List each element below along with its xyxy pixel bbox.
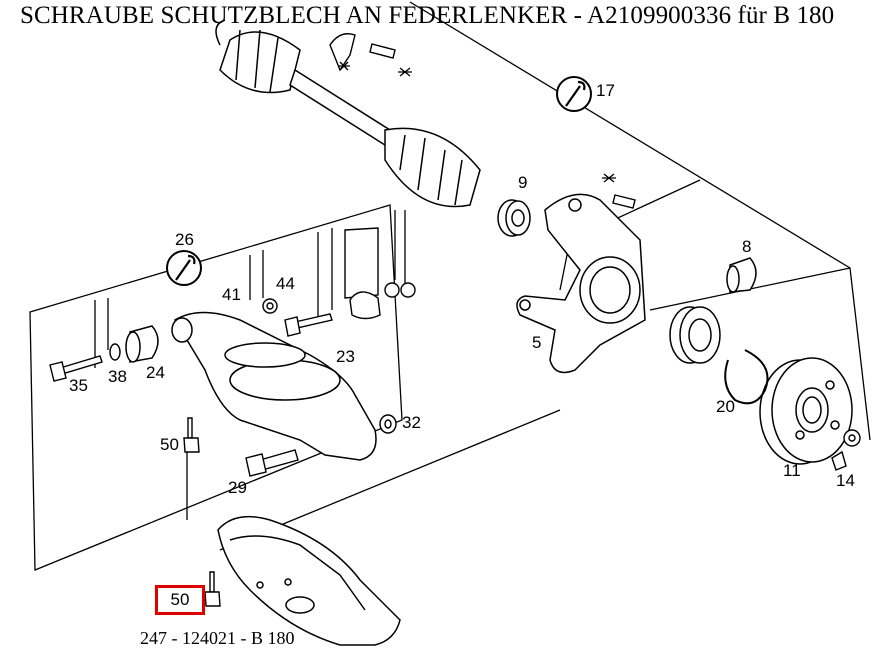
diagram-reference: 247 - 124021 - B 180: [140, 628, 295, 648]
label-44: 44: [276, 274, 295, 293]
highlight-box: 50: [155, 585, 205, 615]
wrench-icon: [166, 250, 202, 286]
label-20: 20: [716, 397, 735, 416]
circlip: [724, 349, 769, 405]
label-14: 14: [836, 471, 855, 490]
rubber-mount-9: [497, 199, 531, 237]
label-11: 11: [783, 461, 801, 480]
highlighted-part-label: 50: [170, 590, 190, 609]
drive-shaft: [215, 19, 481, 208]
bolt-29: [245, 449, 299, 477]
control-arm: [171, 311, 377, 461]
bolt-41: [284, 313, 333, 337]
steering-knuckle: [516, 193, 646, 374]
label-29: 29: [228, 478, 247, 497]
stud-50: [183, 417, 200, 453]
label-35: 35: [69, 376, 88, 395]
label-26: 26: [175, 230, 194, 249]
locking-symbol-icon: [338, 61, 616, 183]
bracket-top: [329, 33, 636, 209]
wrench-icon: [556, 76, 592, 112]
label-41: 41: [222, 285, 241, 304]
wheel-hub: [759, 357, 853, 465]
frame-left-box: [29, 204, 403, 571]
label-50: 50: [160, 435, 179, 454]
bolt-14: [831, 429, 861, 471]
shock-absorber: [344, 227, 381, 320]
wheel-bearing: [669, 306, 721, 364]
stud-50-highlighted: [204, 571, 221, 607]
label-5: 5: [532, 333, 541, 352]
bushing-24: [125, 325, 159, 363]
label-32: 32: [402, 413, 421, 432]
page-title: SCHRAUBE SCHUTZBLECH AN FEDERLENKER - A2…: [20, 2, 835, 29]
nuts: [109, 282, 416, 434]
label-17: 17: [596, 81, 615, 100]
label-9: 9: [518, 173, 527, 192]
label-8: 8: [742, 237, 751, 256]
bushing-8: [726, 257, 757, 293]
bolt-35: [49, 355, 103, 382]
label-24: 24: [146, 363, 165, 382]
label-23: 23: [336, 347, 355, 366]
label-38: 38: [108, 367, 127, 386]
protective-cover: [217, 515, 401, 646]
